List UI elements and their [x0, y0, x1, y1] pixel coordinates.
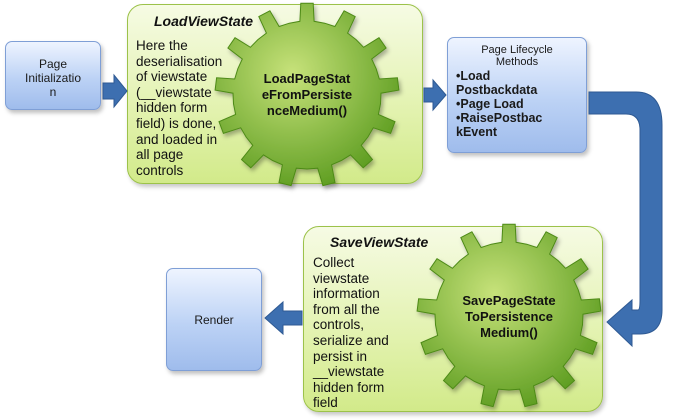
load-gear-line: LoadPageStat: [263, 71, 351, 86]
arrow-save-to-render-icon: [264, 300, 303, 336]
load-view-state-title: LoadViewState: [154, 13, 254, 29]
page-initialization-box: Page Initializatio n: [5, 41, 101, 110]
save-desc-line: Collect: [313, 255, 355, 270]
lifecycle-item: Postbackdata: [456, 83, 538, 97]
save-gear-line: Medium(): [480, 325, 538, 340]
load-desc-line: field) is done,: [136, 115, 217, 131]
page-init-line-2: Initializatio: [24, 71, 82, 85]
load-desc-line: deserialisation: [136, 53, 223, 69]
load-gear-line: eFromPersiste: [261, 87, 353, 102]
arrow-load-to-lifecycle-icon: [423, 78, 447, 112]
save-desc-line: hidden form: [313, 379, 385, 395]
save-desc-line: information: [313, 286, 380, 302]
lifecycle-item: •Page Load: [456, 97, 524, 111]
save-gear-line: ToPersistence: [465, 309, 553, 324]
save-desc-line: field: [313, 395, 338, 411]
load-desc-line: Here the: [136, 38, 188, 53]
load-view-state-description: Here the deserialisation of viewstate (_…: [136, 38, 222, 178]
load-gear-label: LoadPageStat eFromPersiste nceMedium(): [252, 71, 362, 119]
lifecycle-header-line: Page Lifecycle: [481, 44, 553, 56]
lifecycle-item: kEvent: [456, 125, 497, 139]
page-lifecycle-methods-box: Page Lifecycle Methods •Load Postbackdat…: [447, 37, 587, 153]
save-desc-line: serialize and: [313, 332, 389, 348]
save-gear-icon: [416, 223, 602, 408]
load-gear-icon: [214, 2, 400, 187]
save-desc-line: from all the: [313, 301, 380, 317]
save-desc-line: viewstate: [313, 270, 370, 286]
save-view-state-title: SaveViewState: [330, 234, 429, 250]
load-desc-line: and loaded in: [136, 131, 218, 147]
save-gear-line: SavePageState: [462, 293, 556, 308]
lifecycle-item: •RaisePostbac: [456, 111, 543, 125]
page-init-line-1: Page: [38, 57, 68, 71]
save-view-state-description: Collect viewstate information from all t…: [313, 255, 389, 411]
save-desc-line: controls,: [313, 317, 365, 333]
page-init-line-3: n: [49, 85, 57, 99]
arrow-lifecycle-to-save-icon: [588, 91, 663, 348]
save-gear-label: SavePageState ToPersistence Medium(): [442, 293, 576, 341]
load-desc-line: of viewstate: [136, 69, 208, 85]
render-box: Render: [166, 268, 262, 371]
load-desc-line: all page: [136, 147, 184, 163]
load-desc-line: hidden form: [136, 100, 208, 116]
render-label: Render: [194, 313, 234, 327]
load-desc-line: controls: [136, 162, 184, 178]
load-desc-line: (__viewstate: [136, 84, 212, 100]
lifecycle-item: •Load: [456, 69, 491, 83]
arrow-init-to-load-icon: [102, 73, 128, 109]
save-desc-line: persist in: [313, 348, 368, 364]
load-gear-line: nceMedium(): [266, 103, 348, 118]
save-desc-line: __viewstate: [313, 364, 385, 380]
lifecycle-header-line: Methods: [495, 56, 539, 68]
